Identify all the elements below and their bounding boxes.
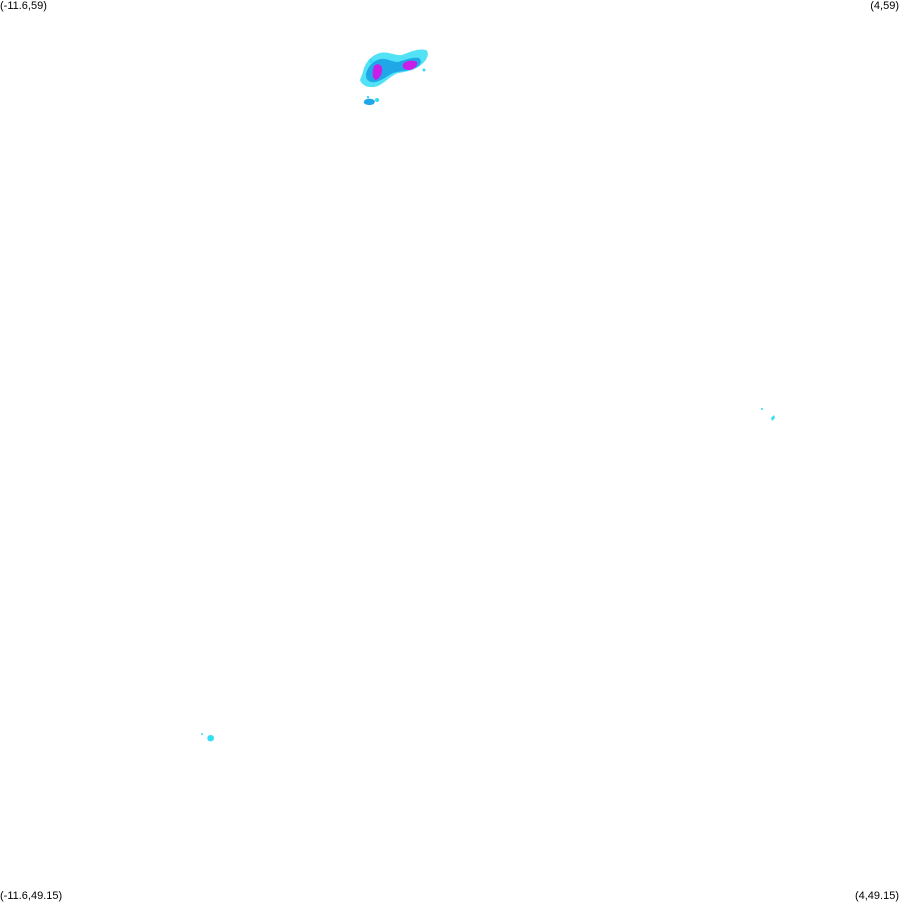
precip-speck (422, 68, 426, 72)
precip-speck (201, 733, 203, 735)
corner-coordinate-top-right: (4,59) (870, 0, 899, 12)
precip-speck (375, 98, 379, 102)
precip-core-west (372, 64, 383, 80)
corner-coordinate-top-left: (-11.6,59) (0, 0, 47, 12)
precip-area-light (207, 734, 214, 742)
precip-speck (771, 415, 775, 421)
precip-speck (761, 408, 763, 410)
precip-cluster-small (363, 95, 379, 105)
precip-core-east (402, 60, 418, 70)
precip-speck (366, 95, 370, 99)
corner-coordinate-bottom-right: (4,49.15) (854, 890, 899, 902)
precip-cluster-east (761, 408, 775, 421)
precip-area-medium (363, 98, 375, 105)
corner-coordinate-bottom-left: (-11.6,49.15) (0, 890, 63, 902)
precip-cluster-southwest (201, 733, 214, 742)
precip-speck (369, 59, 373, 63)
precip-cluster-north (360, 49, 428, 88)
